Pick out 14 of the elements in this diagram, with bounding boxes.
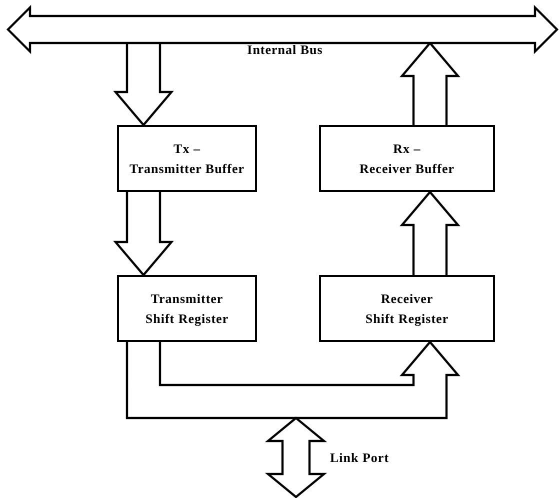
box-label: Receiver Shift Register: [365, 290, 449, 328]
block-arrow: [126, 339, 460, 420]
box-label: Transmitter Shift Register: [145, 290, 229, 328]
block-arrow: [113, 189, 174, 277]
bus-label: Internal Bus: [247, 42, 323, 58]
box-label: Rx – Receiver Buffer: [360, 140, 454, 178]
box-label: Tx – Transmitter Buffer: [129, 140, 245, 178]
block-arrow: [400, 190, 460, 278]
port-label: Link Port: [330, 450, 390, 466]
block-arrow: [400, 41, 460, 128]
register-box: [319, 275, 495, 342]
register-box: [319, 125, 495, 192]
register-box: [117, 275, 257, 342]
register-box: [117, 125, 257, 192]
